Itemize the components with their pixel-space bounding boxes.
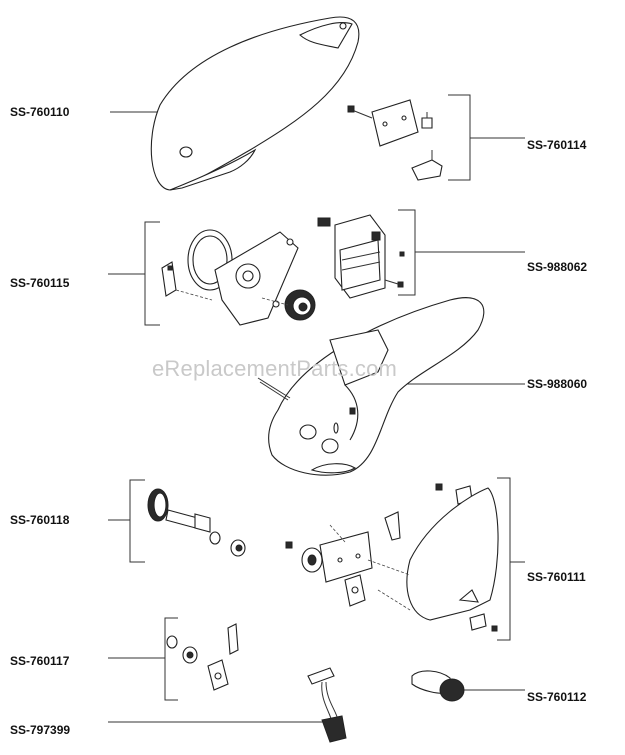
switch-cover-part (285, 483, 499, 632)
motor-part (317, 214, 405, 299)
label-ss-760114: SS-760114 (527, 138, 587, 152)
label-ss-988062: SS-988062 (527, 260, 588, 274)
label-ss-760112: SS-760112 (527, 690, 587, 704)
label-ss-760118: SS-760118 (10, 513, 70, 527)
top-handle-part (150, 16, 360, 191)
label-ss-760117: SS-760117 (10, 654, 70, 668)
watermark-text: eReplacementParts.com (152, 356, 398, 381)
label-ss-797399: SS-797399 (10, 723, 71, 737)
power-cord-part (307, 667, 347, 743)
lever-part (411, 670, 465, 702)
label-ss-760110: SS-760110 (10, 105, 70, 119)
label-ss-988060: SS-988060 (527, 377, 588, 391)
leader-lines (108, 94, 525, 723)
small-parts-part (166, 623, 239, 691)
switch-bracket-part (347, 99, 443, 181)
gear-assembly-part (161, 229, 316, 326)
label-ss-760111: SS-760111 (527, 570, 586, 584)
gear-shaft-part (147, 488, 246, 557)
label-ss-760115: SS-760115 (10, 276, 70, 290)
main-housing-part (257, 297, 485, 476)
